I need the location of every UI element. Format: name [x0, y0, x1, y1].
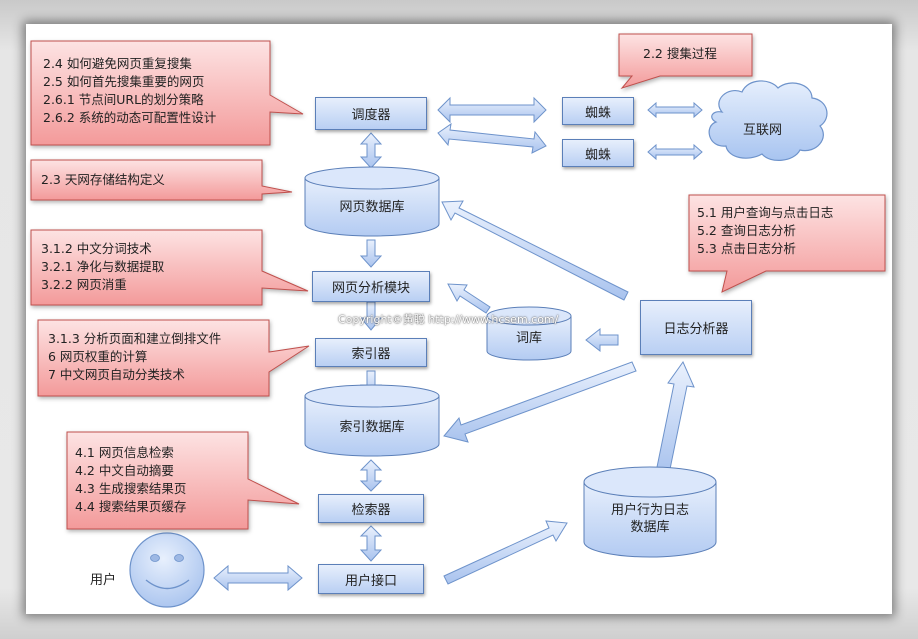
callout-line: 2.6.2 系统的动态可配置性设计 — [43, 110, 217, 125]
callout-line: 4.2 中文自动摘要 — [75, 463, 174, 478]
arrow-userlogdb-loganalyzer — [655, 360, 695, 475]
callout-line: 4.3 生成搜索结果页 — [75, 481, 187, 496]
arrow-loganalyzer-indexdb — [443, 361, 637, 443]
callout-line: 3.1.3 分析页面和建立倒排文件 — [48, 331, 222, 346]
callout-indexing: 3.1.3 分析页面和建立倒排文件 6 网页权重的计算 7 中文网页自动分类技术 — [48, 330, 221, 384]
arrow-ui-userlogdb — [443, 520, 568, 585]
arrow-user-ui — [213, 564, 303, 592]
arrow-loganalyzer-lexicon — [585, 327, 619, 353]
spider-2-label: 蜘蛛 — [584, 147, 611, 163]
arrow-indexdb-retriever — [359, 459, 383, 492]
arrow-scheduler-spider1 — [437, 96, 547, 124]
callout-storage: 2.3 天网存储结构定义 — [41, 171, 165, 189]
spider-node-1: 蜘蛛 — [562, 97, 634, 125]
callout-line: 5.1 用户查询与点击日志 — [697, 205, 834, 220]
arrow-spider1-internet — [647, 101, 703, 119]
user-log-db-label-line1: 用户行为日志 — [610, 503, 689, 518]
user-interface-node: 用户接口 — [318, 564, 424, 594]
log-analyzer-label: 日志分析器 — [663, 322, 729, 337]
watermark: Copyright©黄聪 http://www.hcsem.com/ — [338, 313, 559, 326]
cylinder-shape — [304, 384, 440, 457]
internet-cloud-shape — [708, 80, 828, 161]
cylinder-shape — [304, 166, 440, 237]
arrow-retriever-ui — [359, 525, 383, 562]
callout-line: 3.1.2 中文分词技术 — [41, 241, 152, 256]
retriever-node: 检索器 — [318, 494, 424, 523]
callout-crawl: 2.2 搜集过程 — [643, 45, 717, 63]
arrow-loganalyzer-pagedb — [441, 200, 629, 301]
page-analysis-label: 网页分析模块 — [331, 281, 410, 296]
scheduler-label: 调度器 — [351, 108, 391, 123]
index-db-node: 索引数据库 — [304, 384, 440, 458]
callout-line: 5.2 查询日志分析 — [697, 223, 796, 238]
index-db-label: 索引数据库 — [339, 420, 405, 435]
arrow-spider2-internet — [647, 143, 703, 161]
user-smiley-icon — [129, 532, 205, 608]
lexicon-node: 词库 — [486, 306, 572, 362]
arrow-pagedb-analysis — [359, 239, 383, 268]
callout-line: 2.5 如何首先搜集重要的网页 — [43, 74, 205, 89]
user-label: 用户 — [90, 573, 117, 588]
callout-line: 6 网页权重的计算 — [48, 349, 148, 364]
arrow-lexicon-analysis — [447, 283, 491, 314]
spider-1-label: 蜘蛛 — [584, 105, 611, 121]
user-interface-label: 用户接口 — [344, 573, 397, 589]
log-analyzer-node: 日志分析器 — [640, 300, 752, 355]
arrow-scheduler-pagedb — [359, 132, 383, 169]
callout-scheduler: 2.4 如何避免网页重复搜集 2.5 如何首先搜集重要的网页 2.6.1 节点间… — [43, 55, 216, 127]
callout-line: 3.2.2 网页消重 — [41, 277, 127, 292]
callout-line: 2.2 搜集过程 — [643, 46, 717, 61]
callout-line: 5.3 点击日志分析 — [697, 241, 796, 256]
indexer-label: 索引器 — [351, 347, 391, 362]
arrow-analysis-indexer — [359, 301, 383, 331]
scheduler-node: 调度器 — [315, 97, 427, 130]
callout-line: 2.4 如何避免网页重复搜集 — [43, 56, 192, 71]
arrow-scheduler-spider2 — [437, 122, 547, 154]
cylinder-shape — [583, 466, 717, 558]
callout-retrieval: 4.1 网页信息检索 4.2 中文自动摘要 4.3 生成搜索结果页 4.4 搜索… — [75, 444, 186, 516]
user-log-db-label-line2: 数据库 — [630, 520, 670, 535]
callout-analysis: 3.1.2 中文分词技术 3.2.1 净化与数据提取 3.2.2 网页消重 — [41, 240, 164, 294]
cylinder-shape — [486, 306, 572, 361]
callout-line: 4.1 网页信息检索 — [75, 445, 174, 460]
callout-line: 2.3 天网存储结构定义 — [41, 172, 165, 187]
callout-line: 7 中文网页自动分类技术 — [48, 367, 185, 382]
page-db-node: 网页数据库 — [304, 166, 440, 238]
internet-label: 互联网 — [743, 123, 783, 138]
callout-logs: 5.1 用户查询与点击日志 5.2 查询日志分析 5.3 点击日志分析 — [697, 204, 833, 258]
retriever-label: 检索器 — [351, 503, 391, 518]
user-log-db-node: 用户行为日志 数据库 — [583, 466, 717, 558]
lexicon-label: 词库 — [515, 331, 542, 346]
page-db-label: 网页数据库 — [339, 200, 405, 215]
indexer-node: 索引器 — [315, 338, 427, 367]
callout-line: 2.6.1 节点间URL的划分策略 — [43, 92, 204, 107]
callout-line: 4.4 搜索结果页缓存 — [75, 499, 187, 514]
spider-node-2: 蜘蛛 — [562, 139, 634, 167]
page-analysis-node: 网页分析模块 — [312, 271, 430, 302]
callout-line: 3.2.1 净化与数据提取 — [41, 259, 165, 274]
